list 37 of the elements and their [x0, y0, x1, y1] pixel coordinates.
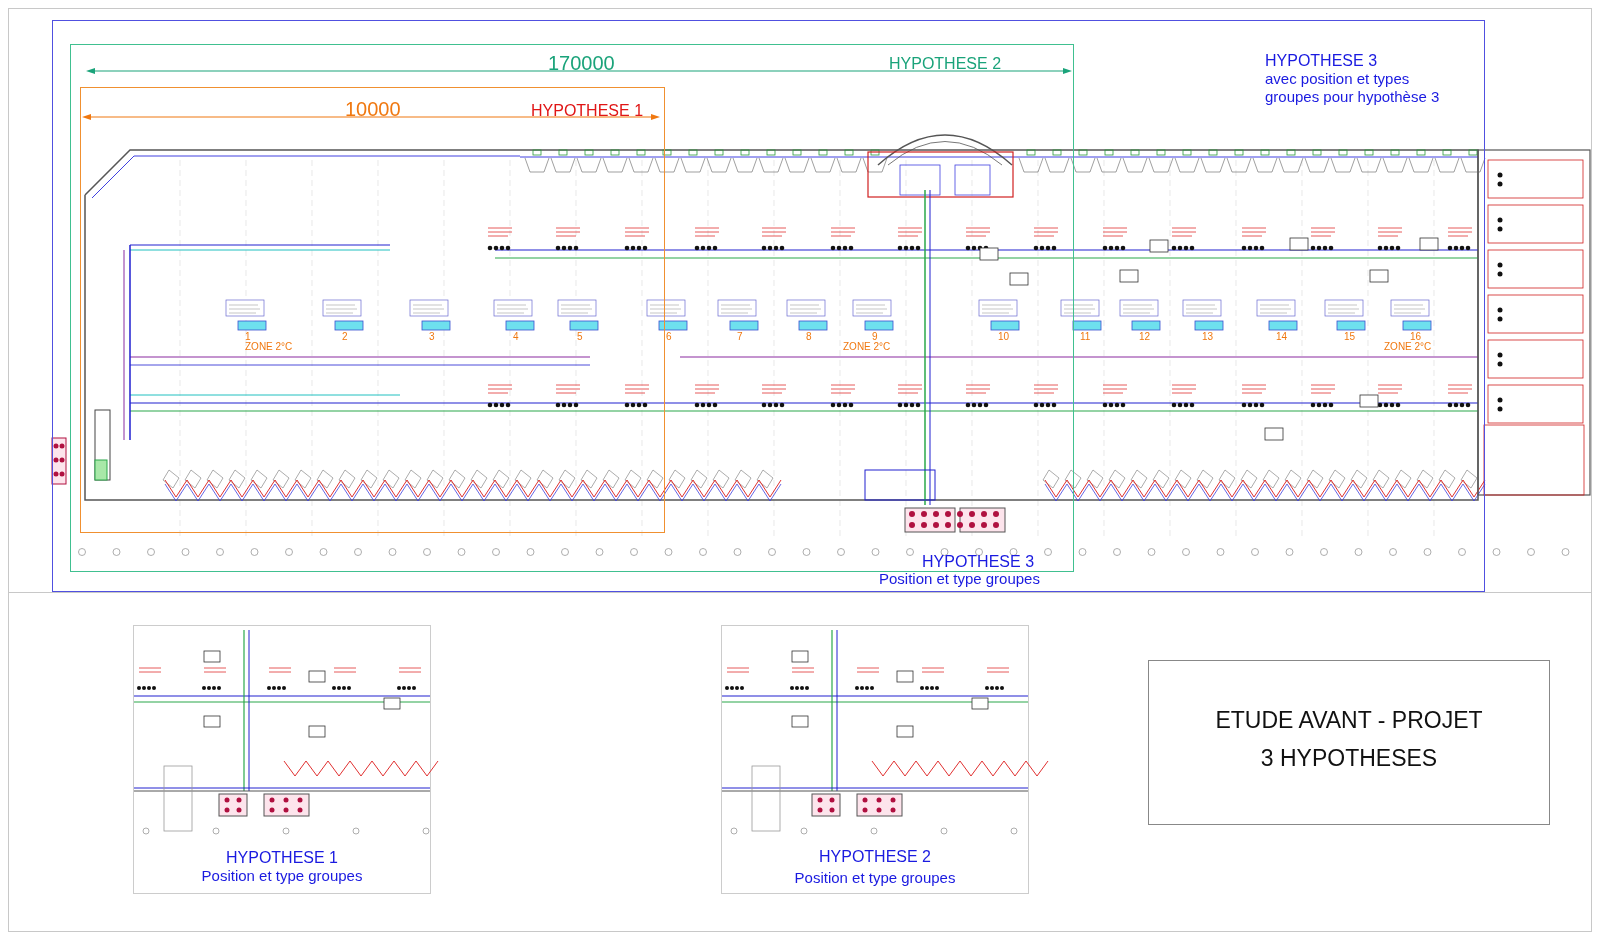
- unit-number: 2: [342, 331, 348, 343]
- unit-number: 14: [1276, 331, 1288, 343]
- area-heading: HYPOTHESE 3: [1265, 51, 1378, 71]
- unit-number: 6: [666, 331, 672, 343]
- dimension-value: 170000: [548, 52, 615, 75]
- hypothesis-area: [52, 20, 1485, 592]
- dimension-value: 10000: [345, 98, 401, 121]
- hypothesis-caption: HYPOTHESE 3: [922, 553, 1035, 572]
- unit-number: 9: [872, 331, 878, 342]
- hypothesis-area: [70, 44, 1074, 572]
- unit-number: 12: [1139, 331, 1151, 343]
- title-block: [1148, 660, 1550, 825]
- inset-caption: Position et type groupes: [200, 867, 364, 885]
- zone-label: ZONE 2°C: [1384, 341, 1432, 353]
- hypothesis-caption: Position et type groupes: [879, 570, 1040, 588]
- unit-number: 15: [1344, 331, 1356, 343]
- unit-number: 11: [1080, 331, 1091, 343]
- subtitle-text: 3 HYPOTHESES: [1259, 745, 1439, 773]
- area-heading: HYPOTHESE 1: [531, 101, 644, 121]
- hypothesis-area: [80, 87, 665, 533]
- unit-number: 16: [1410, 331, 1422, 342]
- unit-number: 8: [806, 331, 812, 343]
- inset-caption: Position et type groupes: [793, 869, 957, 887]
- unit-number: 3: [429, 331, 435, 343]
- inset-title: HYPOTHESE 2: [818, 847, 932, 867]
- inset-title: HYPOTHESE 1: [225, 848, 339, 868]
- area-heading: HYPOTHESE 2: [889, 54, 1002, 74]
- unit-number: 7: [737, 331, 743, 343]
- unit-number: 10: [998, 331, 1010, 343]
- unit-number: 5: [577, 331, 583, 343]
- area-description: avec position et types groupes pour hypothèse 3: [1265, 70, 1441, 106]
- title-text: ETUDE AVANT - PROJET: [1214, 707, 1484, 735]
- unit-number: 1: [245, 331, 251, 342]
- zone-label: ZONE 2°C: [843, 341, 891, 353]
- unit-number: 4: [513, 331, 519, 343]
- unit-number: 13: [1202, 331, 1214, 343]
- zone-label: ZONE 2°C: [245, 341, 293, 353]
